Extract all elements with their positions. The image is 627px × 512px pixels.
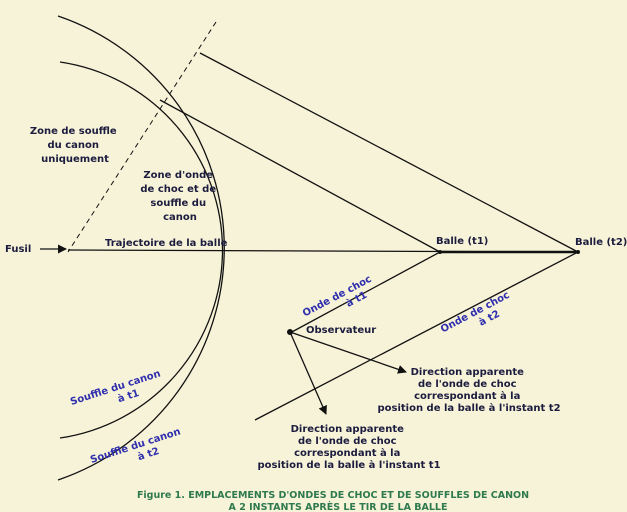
onde-t1-label-group: Onde de choc à t1 [301, 272, 382, 330]
souffle-t1-label-group: Souffle du canon à t1 [69, 367, 169, 419]
direction-t1-label: Direction apparente de l'onde de choc co… [257, 424, 440, 471]
bullet-point-t2 [576, 250, 580, 254]
shock-cone-t2-upper [199, 52, 579, 253]
onde-t2-label-group: Onde de choc à t2 [439, 288, 520, 346]
apparent-direction-arrow-t2 [289, 331, 407, 374]
zone-boundary-dashed [67, 21, 217, 253]
figure-caption-line2: A 2 INSTANTS APRÈS LE TIR DE LA BALLE [229, 501, 448, 512]
bullet-point-t1 [438, 250, 442, 254]
observer-point [287, 329, 293, 335]
figure-caption-line1: Figure 1. EMPLACEMENTS D'ONDES DE CHOC E… [137, 490, 529, 501]
zone-onde-label: Zone d'onde de choc et de souffle du can… [140, 170, 219, 223]
shock-cone-t1-lower [289, 251, 441, 334]
shock-cone-t2-lower [254, 251, 579, 421]
onde-t2-label: Onde de choc à t2 [439, 288, 520, 346]
observateur-label: Observateur [306, 325, 376, 336]
muzzle-blast-arc-t2 [57, 15, 225, 481]
fusil-label: Fusil [5, 244, 31, 255]
apparent-direction-arrow-t1 [289, 331, 327, 415]
direction-t2-label: Direction apparente de l'onde de choc co… [377, 367, 560, 414]
balle-t2-label: Balle (t2) [575, 237, 627, 248]
zone-souffle-label: Zone de souffle du canon uniquement [30, 126, 120, 165]
trajectory-label: Trajectoire de la balle [105, 238, 228, 249]
onde-t1-label: Onde de choc à t1 [301, 272, 382, 330]
souffle-t1-label: Souffle du canon à t1 [69, 367, 169, 419]
shock-cone-t1-upper [159, 99, 441, 253]
balle-t1-label: Balle (t1) [436, 236, 488, 247]
